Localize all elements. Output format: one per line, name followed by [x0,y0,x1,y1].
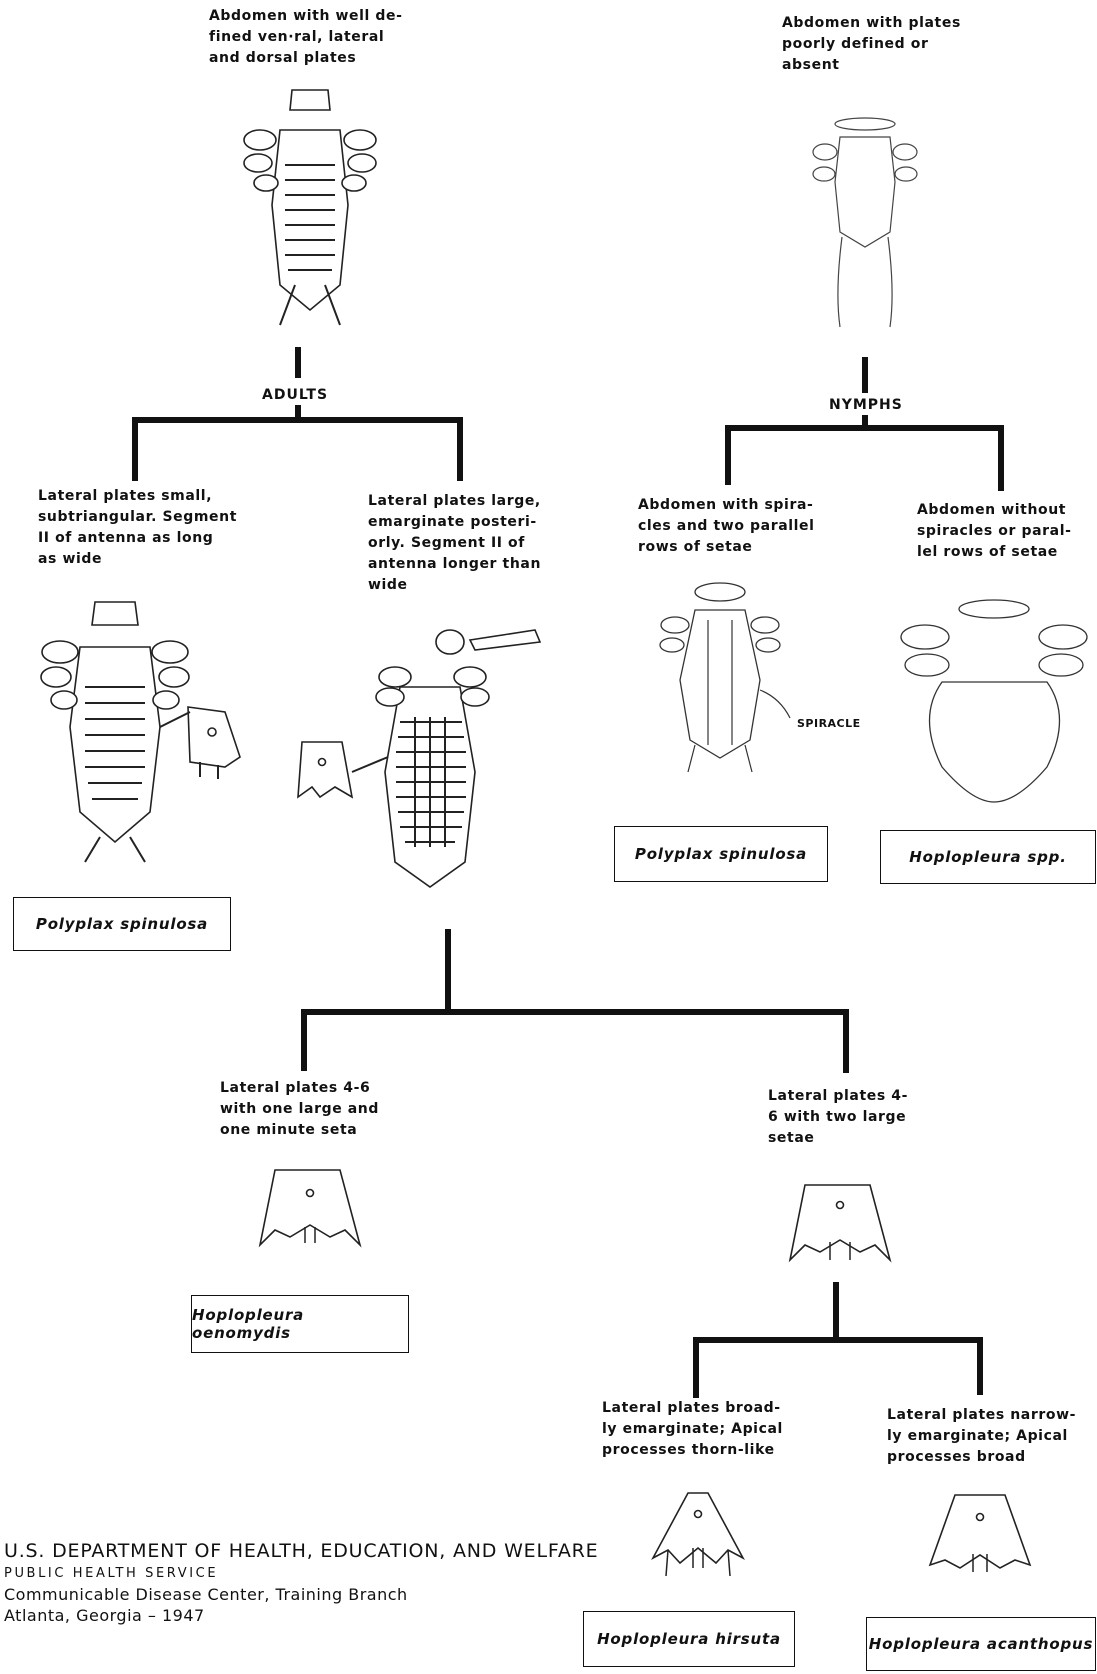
species-box-polyplax-nymph: Polyplax spinulosa [614,826,828,882]
plate-oenomydis-illustration [255,1165,365,1255]
plate-two-setae-illustration [785,1180,895,1270]
lateral-small-label: Lateral plates small, subtriangular. Seg… [38,486,237,570]
adults-heading: ADULTS [262,387,328,403]
species-box-polyplax-adult: Polyplax spinulosa [13,897,231,951]
polyplax-adult-illustration [40,597,245,867]
species-box-acanthopus: Hoplopleura acanthopus [866,1617,1096,1671]
footer-service: PUBLIC HEALTH SERVICE [4,1564,598,1584]
footer-center: Communicable Disease Center, Training Br… [4,1584,598,1605]
nymph-abdomen-label: Abdomen with plates poorly defined or ab… [782,13,961,76]
footer-department: U.S. DEPARTMENT OF HEALTH, EDUCATION, AN… [4,1538,598,1564]
nymphs-heading: NYMPHS [829,397,903,413]
lateral-large-label: Lateral plates large, emarginate posteri… [368,491,541,596]
with-spiracles-label: Abdomen with spira- cles and two paralle… [638,495,815,558]
footer-location: Atlanta, Georgia – 1947 [4,1605,598,1626]
species-box-oenomydis: Hoplopleura oenomydis [191,1295,409,1353]
adult-abdomen-label: Abdomen with well de- fined ven·ral, lat… [209,6,403,69]
species-box-hoplopleura-spp: Hoplopleura spp. [880,830,1096,884]
adult-louse-illustration [240,85,380,335]
narrowly-emarginate-label: Lateral plates narrow- ly emarginate; Ap… [887,1405,1076,1468]
spiracle-label: SPIRACLE [797,717,861,730]
plate-acanthopus-illustration [925,1490,1035,1580]
plate-hirsuta-illustration [648,1488,748,1578]
hoplopleura-adult-illustration [290,622,550,892]
two-large-setae-label: Lateral plates 4- 6 with two large setae [768,1086,908,1149]
broadly-emarginate-label: Lateral plates broad- ly emarginate; Api… [602,1398,783,1461]
polyplax-nymph-illustration [660,580,780,775]
without-spiracles-label: Abdomen without spiracles or paral- lel … [917,500,1072,563]
nymph-louse-illustration [810,112,920,332]
publisher-footer: U.S. DEPARTMENT OF HEALTH, EDUCATION, AN… [4,1538,598,1626]
one-large-seta-label: Lateral plates 4-6 with one large and on… [220,1078,379,1141]
species-box-hirsuta: Hoplopleura hirsuta [583,1611,795,1667]
hoplopleura-nymph-illustration [897,597,1092,802]
